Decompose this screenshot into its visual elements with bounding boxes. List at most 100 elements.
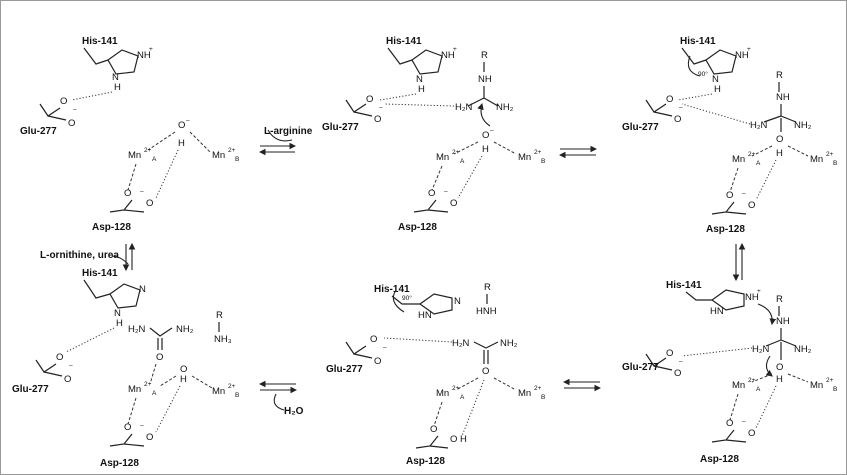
glu277-label: Glu-277 <box>12 384 49 395</box>
his141-linker <box>391 295 420 305</box>
substrate-label: L-arginine <box>264 126 313 137</box>
products-label: L-ornithine, urea <box>40 250 119 261</box>
bridging-h: H <box>482 144 489 155</box>
mn-b-sup: 2+ <box>826 151 834 158</box>
h-bond <box>71 91 113 101</box>
water-label: H₂O <box>284 406 304 417</box>
minus-charge: – <box>140 188 144 195</box>
mn-a-sub: A <box>756 160 761 167</box>
asp-coordination <box>729 393 739 421</box>
imidazole-n: N <box>454 296 461 307</box>
his141-linker <box>387 47 413 65</box>
asp-o1: O <box>428 188 435 199</box>
plus-charge: + <box>757 288 761 295</box>
intermediate-nh2: NH₂ <box>794 120 812 131</box>
nh-plus-label: NH <box>745 292 759 303</box>
guanidinium-h2n: H₂N <box>455 102 473 113</box>
asp-coordination <box>729 167 739 193</box>
asp128-chain <box>711 201 747 215</box>
mn-a: Mn <box>732 154 745 165</box>
panel-tetrahedral-intermediate: His-141 90° NH + N H O – O Glu-277 R NH … <box>622 36 837 235</box>
glu-o1: O <box>56 352 63 363</box>
glu-o1: O <box>370 334 377 345</box>
mn-b: Mn <box>212 386 225 397</box>
imidazole-ring <box>411 49 443 75</box>
his141-label: His-141 <box>680 36 716 47</box>
h-bond <box>155 385 181 433</box>
h-bond <box>155 149 179 199</box>
his141-label: His-141 <box>374 284 410 295</box>
intermediate-h2n: H₂N <box>750 120 768 131</box>
glu-o2: O <box>374 114 381 125</box>
glu-o2: O <box>374 356 381 367</box>
glu277-chain <box>645 353 673 371</box>
mn-b-sup: 2+ <box>228 383 236 390</box>
his141-linker <box>681 47 707 65</box>
tetrahedral-bonds <box>763 104 797 123</box>
asp128-label: Asp-128 <box>100 458 139 469</box>
asp128-label: Asp-128 <box>406 456 445 467</box>
minus-charge: – <box>679 358 683 365</box>
h-bond <box>65 327 115 353</box>
imidazole-h: H <box>114 82 121 93</box>
mn-a-sup: 2+ <box>748 377 756 384</box>
metal-coordination <box>149 363 213 389</box>
rotation-angle: 90° <box>402 294 412 302</box>
panel-proton-transfer: His-141 HN NH + R NH H₂N NH₂ O – O Glu-2… <box>622 280 837 465</box>
mn-a-sup: 2+ <box>452 149 460 156</box>
asp128-chain <box>711 429 747 443</box>
his141-label: His-141 <box>82 268 118 279</box>
h-bond <box>755 385 777 429</box>
mn-b-sub: B <box>235 156 239 163</box>
bridging-o: O <box>482 130 489 141</box>
asp-o1: O <box>726 418 733 429</box>
mn-b: Mn <box>212 150 225 161</box>
urea-nh2: NH₂ <box>500 338 518 349</box>
glu277-chain <box>645 99 673 117</box>
mn-b: Mn <box>518 152 531 163</box>
mn-a: Mn <box>436 152 449 163</box>
intermediate-h2n: H₂N <box>752 344 770 355</box>
asp-o2: O <box>748 200 755 211</box>
glu-o2: O <box>674 114 681 125</box>
nucleophilic-attack-arrow <box>477 102 491 127</box>
nh-plus-label: NH <box>441 50 455 61</box>
glu277-label: Glu-277 <box>326 364 363 375</box>
h-bond <box>461 379 485 437</box>
intermediate-nh2: NH₂ <box>794 344 812 355</box>
metal-coordination <box>751 373 809 383</box>
asp-o2: O <box>450 198 457 209</box>
ornithine-r: R <box>216 310 223 321</box>
imidazole-ring <box>109 283 141 309</box>
equilibrium-arrow-4 <box>562 378 602 392</box>
imidazole-n: N <box>114 308 121 319</box>
his141-label: His-141 <box>386 36 422 47</box>
minus-charge: – <box>73 106 77 113</box>
substrate-r: R <box>776 70 783 81</box>
bridging-o: O <box>180 364 187 375</box>
imidazole-ring-rotated <box>710 289 745 311</box>
glu277-chain <box>39 103 67 121</box>
substrate-nh: NH <box>776 92 790 103</box>
ring-rotation-arrow <box>687 55 701 77</box>
mn-a-sub: A <box>152 156 157 163</box>
imidazole-n: N <box>112 72 119 83</box>
mn-a-sup: 2+ <box>144 381 152 388</box>
equilibrium-arrow-3 <box>732 242 746 282</box>
glu277-label: Glu-277 <box>20 126 57 137</box>
mn-a-sup: 2+ <box>452 385 460 392</box>
asp-h: H <box>460 434 467 445</box>
his141-linker <box>83 47 109 65</box>
imidazole-h: H <box>714 84 721 95</box>
ornithine-r: R <box>484 282 491 293</box>
asp128-chain <box>415 435 449 449</box>
metal-coordination <box>455 377 517 391</box>
glu-o2: O <box>68 118 75 129</box>
glu277-label: Glu-277 <box>622 122 659 133</box>
mn-a-sup: 2+ <box>748 151 756 158</box>
substrate-nh: NH <box>478 74 492 85</box>
mn-b: Mn <box>810 380 823 391</box>
imidazole-hn: HN <box>418 310 432 321</box>
imidazole-h: H <box>418 84 425 95</box>
panel-resting-state: His-141 NH + N H O – O Glu-277 O – H Mn … <box>20 36 239 233</box>
